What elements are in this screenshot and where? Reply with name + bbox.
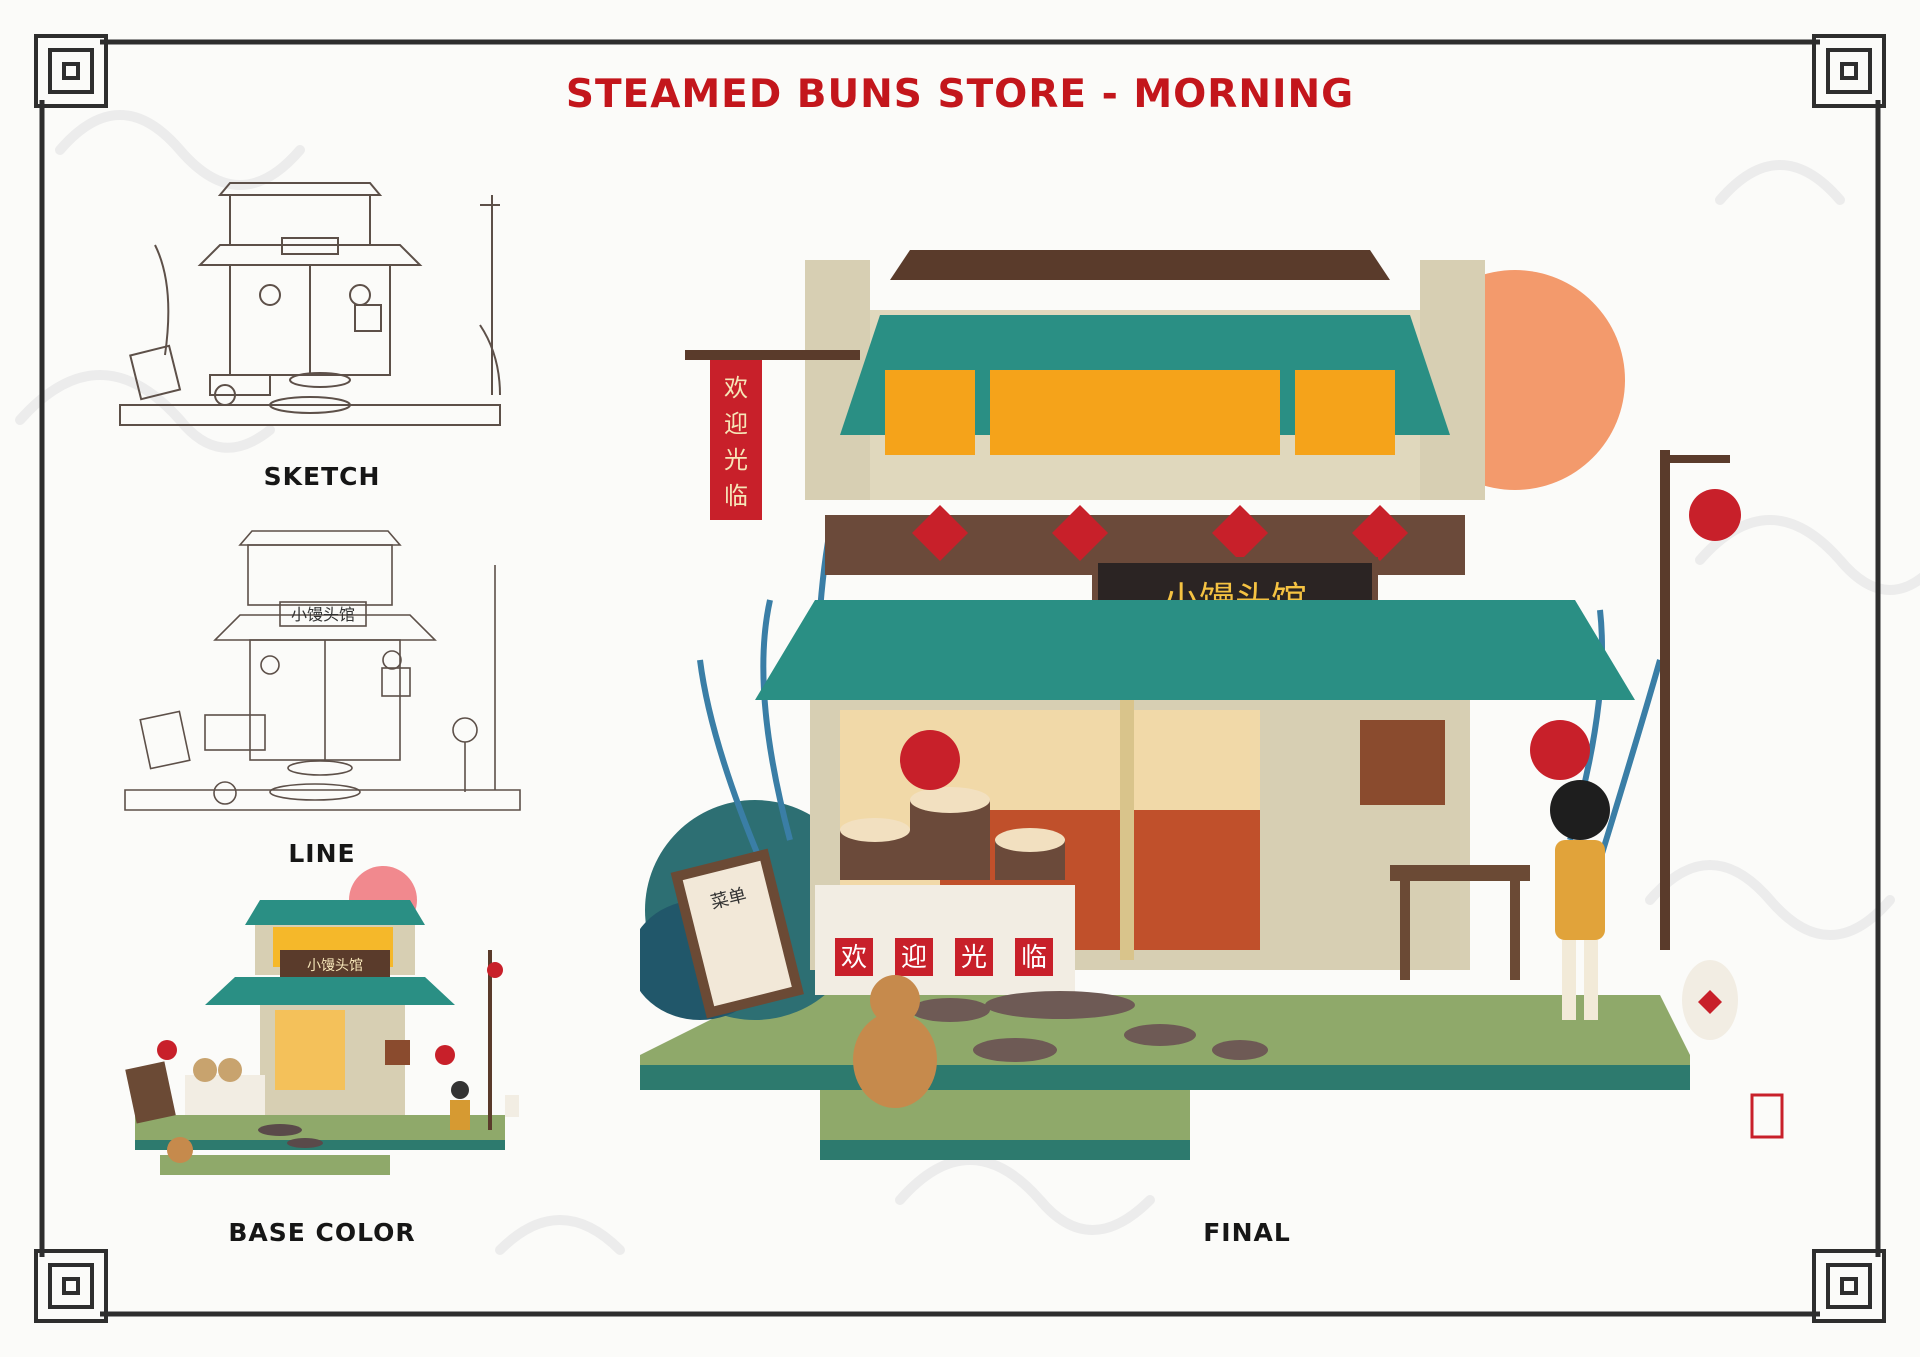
counter-tile-3: 光 [961,943,987,973]
sketch-illustration [119,182,501,426]
base-signboard-text: 小馒头馆 [307,958,363,974]
page-title: STEAMED BUNS STORE - MORNING [565,72,1355,117]
lantern-pole [1689,489,1741,541]
caption-base-color: BASE COLOR [228,1218,416,1247]
counter-tile-1: 欢 [841,943,867,973]
banner-char-1: 欢 [724,374,748,402]
line-signboard-text: 小馒头馆 [291,605,355,624]
counter-tile-4: 临 [1021,943,1047,973]
base-color-illustration: 小馒头馆 [125,866,519,1175]
counter-tile-2: 迎 [901,943,927,973]
artist-seal [1750,1093,1784,1139]
caption-line: LINE [288,839,356,868]
final-illustration: 小馒头馆 欢 迎 光 临 欢 迎 光 临 菜单 [640,250,1784,1160]
banner-char-2: 迎 [724,410,748,438]
girl [1550,780,1610,840]
lantern-left [900,730,960,790]
lantern-right [1530,720,1590,780]
caption-sketch: SKETCH [263,462,381,491]
banner-char-4: 临 [724,482,748,510]
banner-char-3: 光 [724,446,748,474]
line-illustration: 小馒头馆 [124,530,521,811]
caption-final: FINAL [1203,1218,1291,1247]
lower-roof [755,600,1635,700]
cat [853,1012,937,1108]
